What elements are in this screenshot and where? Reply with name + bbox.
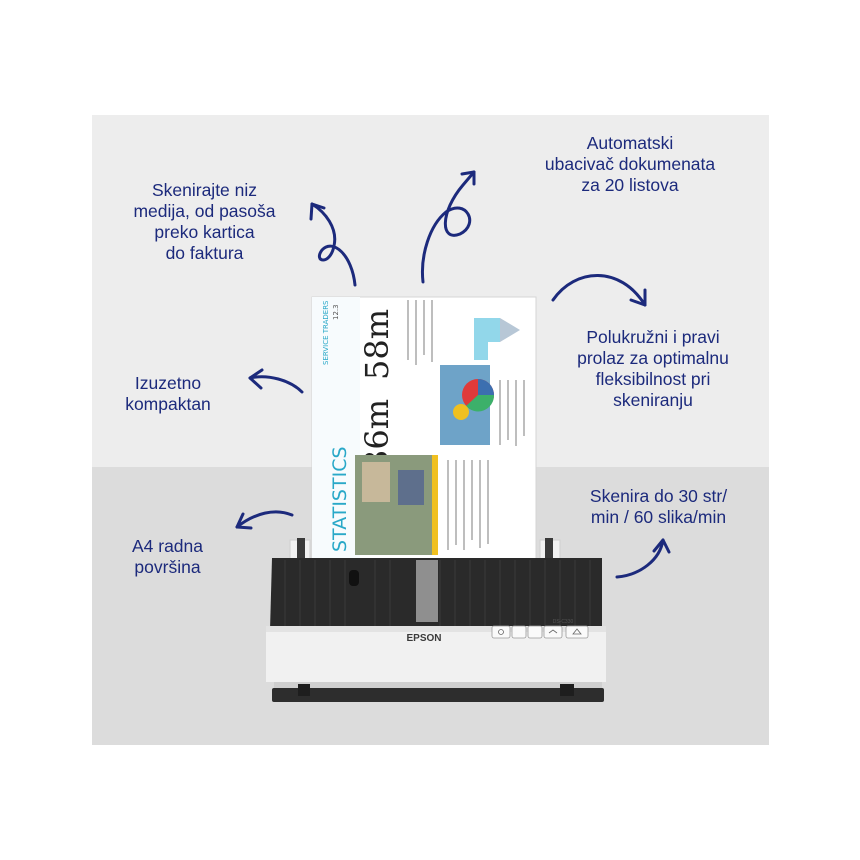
callout-speed-line: min / 60 slika/min	[590, 507, 727, 527]
mode-button[interactable]	[527, 625, 543, 639]
arrow-icon	[420, 170, 476, 284]
callout-media-line: preko kartica	[154, 222, 255, 242]
callout-feeder-line: ubacivač dokumenata	[544, 154, 716, 174]
wifi-icon[interactable]	[543, 625, 563, 639]
callout-media-line: do faktura	[165, 243, 244, 263]
paper-guide[interactable]	[416, 560, 438, 622]
arrow-icon	[615, 538, 671, 579]
callout-compact-line: kompaktan	[125, 394, 211, 414]
power-icon[interactable]	[491, 625, 511, 639]
callout-path-line: Polukružni i pravi	[586, 327, 720, 347]
stop-button[interactable]	[511, 625, 527, 639]
callout-feeder: Automatski ubacivač dokumenata za 20 lis…	[525, 133, 735, 196]
callout-path: Polukružni i pravi prolaz za optimalnu f…	[563, 327, 743, 411]
callout-feeder-line: Automatski	[586, 133, 674, 153]
arrow-icon	[551, 274, 647, 307]
callout-area-line: A4 radna	[131, 536, 204, 556]
release-lever[interactable]	[349, 570, 359, 586]
doc-side-subtitle: SERVICE TRADERS	[322, 300, 330, 365]
callout-path-line: fleksibilnost pri	[595, 369, 711, 389]
callout-area: A4 radna površina	[115, 536, 220, 578]
scanner-body: EPSON DS-C330	[266, 558, 606, 702]
callout-compact-line: Izuzetno	[134, 373, 202, 393]
doc-side-number: 12.3	[332, 304, 340, 320]
output-tray	[272, 688, 604, 702]
callout-speed-line: Skenira do 30 str/	[589, 486, 728, 506]
callout-path-line: prolaz za optimalnu	[577, 348, 729, 368]
brand-logo: EPSON	[406, 633, 441, 644]
doc-side-title: STATISTICS	[329, 446, 351, 552]
callout-speed: Skenira do 30 str/ min / 60 slika/min	[566, 486, 751, 528]
document-sheet: STATISTICS SERVICE TRADERS 12.3 36m 58m	[311, 296, 537, 563]
callout-media-line: Skenirajte niz	[151, 180, 258, 200]
callout-compact: Izuzetno kompaktan	[108, 373, 228, 415]
callout-media-line: medija, od pasoša	[133, 201, 276, 221]
arrow-icon	[248, 368, 304, 394]
model-label: DS-C330	[553, 619, 574, 625]
control-panel	[491, 625, 589, 639]
arrow-icon	[235, 510, 294, 530]
arrow-icon	[309, 202, 357, 287]
callout-path-line: skeniranju	[613, 390, 693, 410]
callout-media: Skenirajte niz medija, od pasoša preko k…	[117, 180, 292, 264]
scan-button-icon[interactable]	[565, 625, 589, 639]
doc-big-value-2: 58m	[358, 309, 396, 380]
callout-area-line: površina	[134, 557, 201, 577]
callout-feeder-line: za 20 listova	[581, 175, 679, 195]
